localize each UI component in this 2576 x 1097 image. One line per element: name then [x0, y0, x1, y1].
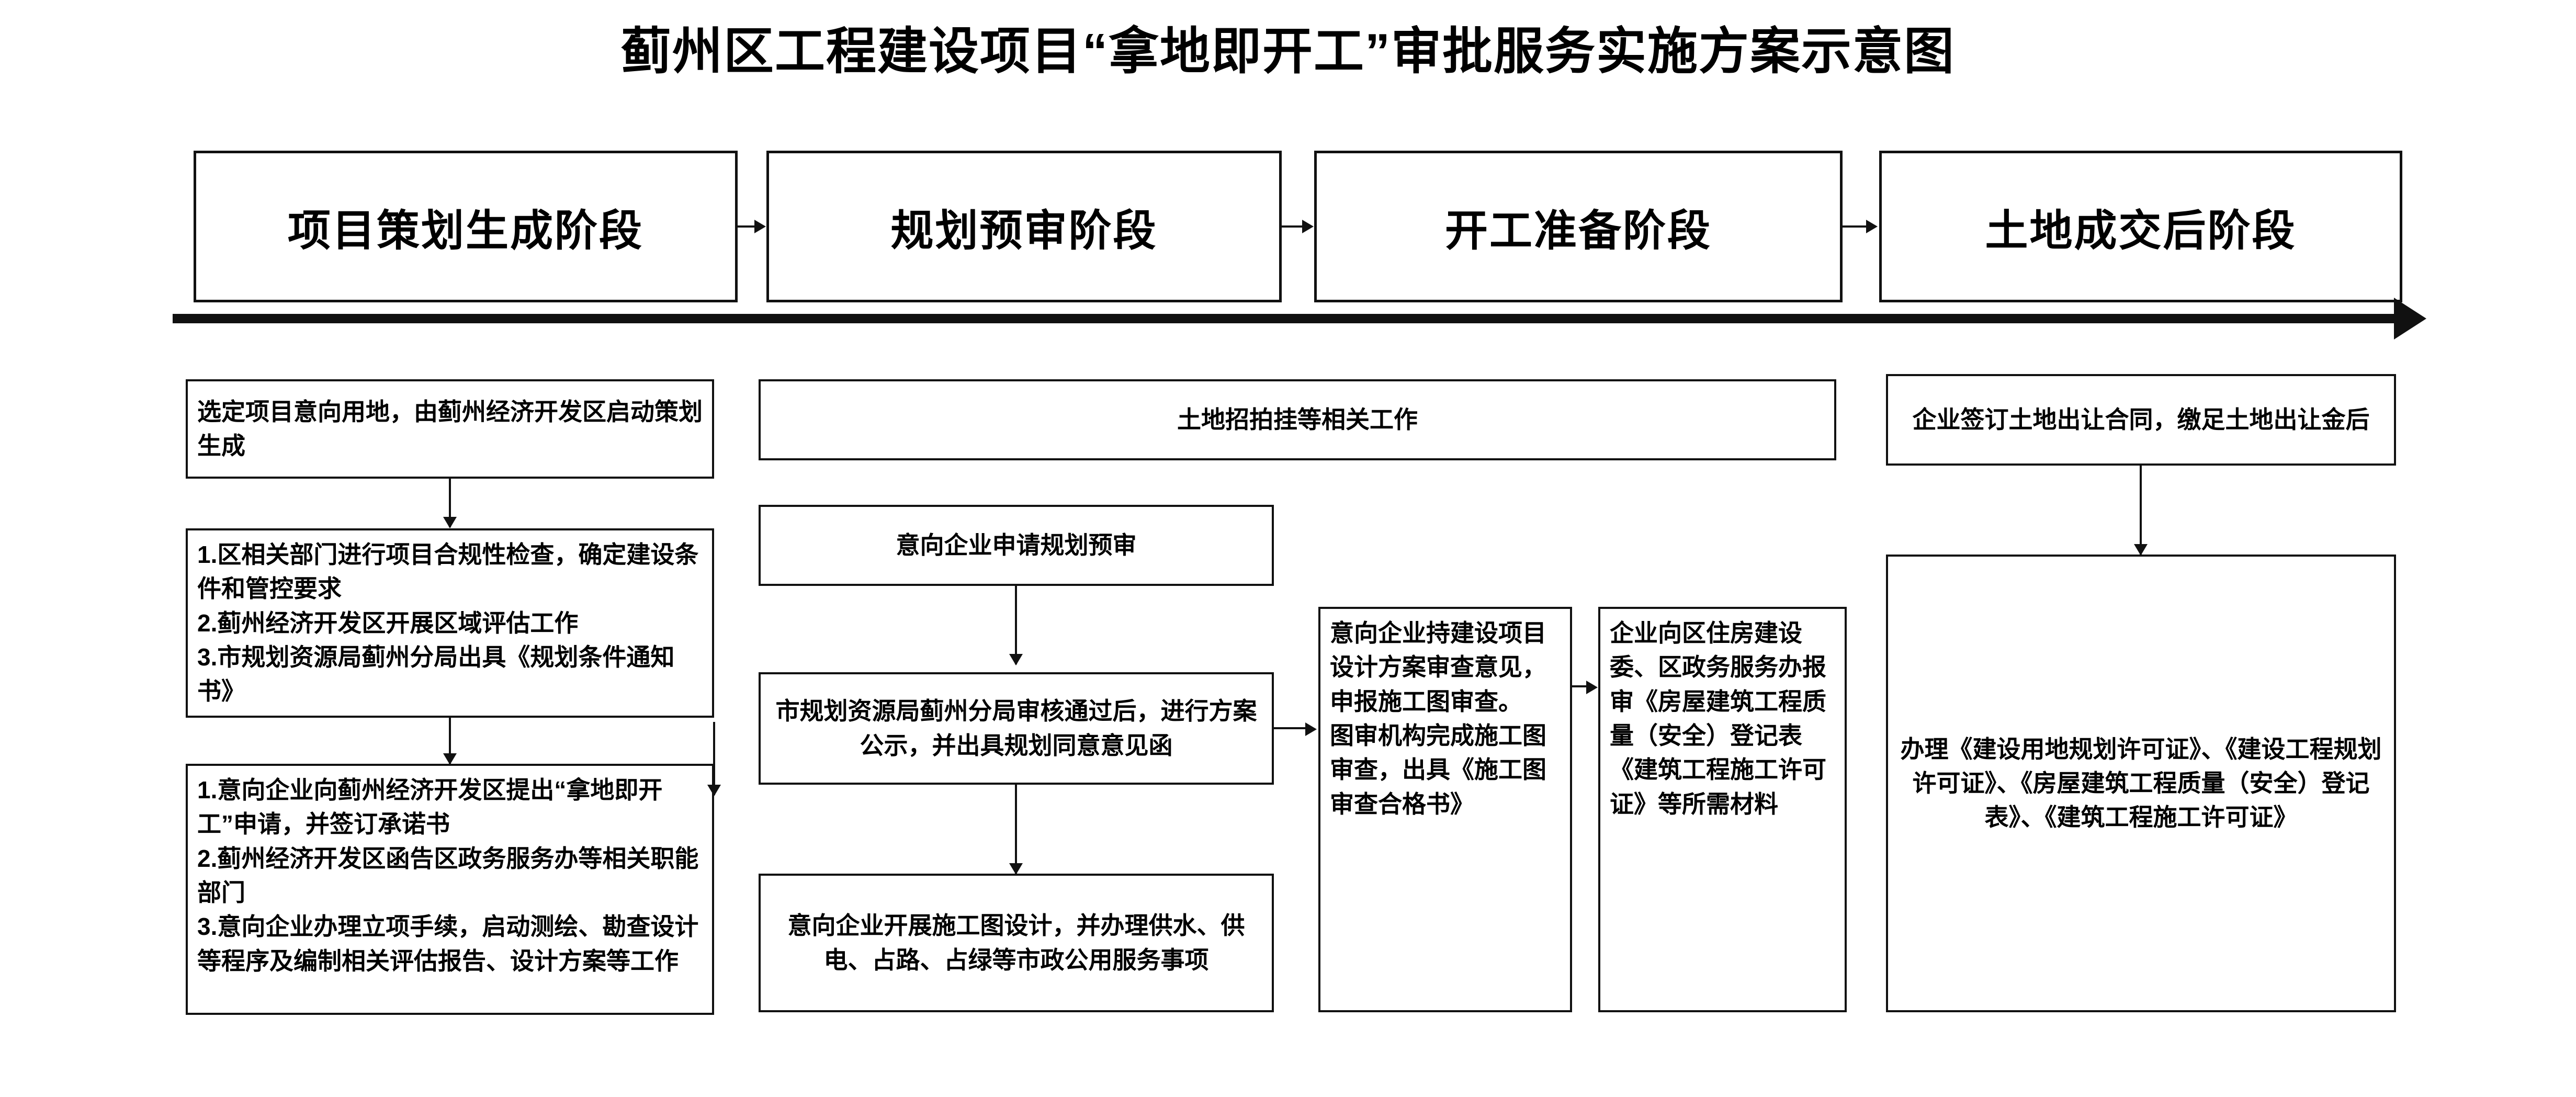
- phase-box-4[interactable]: 土地成交后阶段: [1879, 151, 2402, 302]
- timeline-arrow-icon: [2394, 298, 2426, 340]
- step-text-c5-s2: 办理《建设用地规划许可证》、《建设工程规划许可证》、《房屋建筑工程质量（安全）登…: [1900, 735, 2382, 831]
- arrow-c5-s1-s2-icon: [2134, 544, 2148, 556]
- connector-c2-c3: [1274, 727, 1313, 729]
- arrow-c3-c4-icon: [1586, 681, 1598, 694]
- phase-arrow-2-3-icon: [1302, 220, 1314, 233]
- step-text-c1-s2: 1.区相关部门进行项目合规性检查，确定建设条件和管控要求 2.蓟州经济开发区开展…: [197, 541, 699, 705]
- page-title: 蓟州区工程建设项目“拿地即开工”审批服务实施方案示意图: [621, 24, 1955, 80]
- step-box-c2-s2[interactable]: 市规划资源局蓟州分局审核通过后，进行方案公示，并出具规划同意意见函: [759, 672, 1274, 785]
- step-text-land-auction: 土地招拍挂等相关工作: [1177, 405, 1418, 433]
- connector-c2-s2-s3: [1015, 785, 1017, 874]
- connector-c1-s2-s3: [449, 718, 451, 764]
- phase-arrow-1-2-icon: [754, 220, 766, 233]
- phase-box-2[interactable]: 规划预审阶段: [766, 151, 1282, 302]
- step-text-c2-s1: 意向企业申请规划预审: [896, 531, 1137, 559]
- step-box-c5-s1[interactable]: 企业签订土地出让合同，缴足土地出让金后: [1886, 374, 2396, 466]
- phase-box-3[interactable]: 开工准备阶段: [1314, 151, 1843, 302]
- connector-c1-s1-s2: [449, 479, 451, 527]
- step-box-c5-s2[interactable]: 办理《建设用地规划许可证》、《建设工程规划许可证》、《房屋建筑工程质量（安全）登…: [1886, 555, 2396, 1012]
- step-box-c1-s1[interactable]: 选定项目意向用地，由蓟州经济开发区启动策划生成: [186, 379, 714, 479]
- phase-box-1[interactable]: 项目策划生成阶段: [194, 151, 738, 302]
- step-text-c4-s1: 企业向区住房建设委、区政务服务办报审《房屋建筑工程质量（安全）登记表《建筑工程施…: [1610, 619, 1826, 818]
- timeline-bar: [173, 314, 2396, 323]
- arrow-c1-s1-s2-icon: [443, 517, 457, 528]
- phase-connector-1-2: [738, 225, 756, 228]
- connector-c2-s1-s2: [1015, 586, 1017, 664]
- step-box-c1-s2[interactable]: 1.区相关部门进行项目合规性检查，确定建设条件和管控要求 2.蓟州经济开发区开展…: [186, 528, 714, 718]
- step-box-c1-s3[interactable]: 1.意向企业向蓟州经济开发区提出“拿地即开工”申请，并签订承诺书 2.蓟州经济开…: [186, 764, 714, 1015]
- step-box-land-auction[interactable]: 土地招拍挂等相关工作: [759, 379, 1836, 460]
- step-text-c2-s2: 市规划资源局蓟州分局审核通过后，进行方案公示，并出具规划同意意见函: [775, 697, 1257, 759]
- step-text-c2-s3: 意向企业开展施工图设计，并办理供水、供电、占路、占绿等市政公用服务事项: [787, 912, 1245, 974]
- phase-label-3: 开工准备阶段: [1444, 207, 1712, 255]
- arrow-c1-right-edge-icon: [707, 785, 721, 796]
- arrow-c1-s2-s3-icon: [443, 753, 457, 765]
- connector-c1-right-edge: [713, 722, 715, 795]
- phase-label-1: 项目策划生成阶段: [287, 207, 643, 255]
- connector-c3-c4: [1572, 685, 1593, 687]
- step-text-c1-s1: 选定项目意向用地，由蓟州经济开发区启动策划生成: [197, 398, 703, 459]
- step-text-c3-s1: 意向企业持建设项目设计方案审查意见，申报施工图审查。 图审机构完成施工图审查，出…: [1330, 619, 1546, 818]
- step-box-c2-s1[interactable]: 意向企业申请规划预审: [759, 505, 1274, 586]
- step-box-c2-s3[interactable]: 意向企业开展施工图设计，并办理供水、供电、占路、占绿等市政公用服务事项: [759, 874, 1274, 1012]
- phase-arrow-3-4-icon: [1866, 220, 1878, 233]
- step-box-c4-s1[interactable]: 企业向区住房建设委、区政务服务办报审《房屋建筑工程质量（安全）登记表《建筑工程施…: [1598, 607, 1847, 1012]
- phase-connector-3-4: [1843, 225, 1868, 228]
- phase-label-2: 规划预审阶段: [890, 207, 1158, 255]
- arrow-c2-c3-icon: [1305, 722, 1317, 736]
- step-text-c1-s3: 1.意向企业向蓟州经济开发区提出“拿地即开工”申请，并签订承诺书 2.蓟州经济开…: [197, 776, 699, 975]
- arrow-c2-s1-s2-icon: [1009, 654, 1023, 665]
- phase-connector-2-3: [1282, 225, 1304, 228]
- step-box-c3-s1[interactable]: 意向企业持建设项目设计方案审查意见，申报施工图审查。 图审机构完成施工图审查，出…: [1318, 607, 1572, 1012]
- phase-label-4: 土地成交后阶段: [1985, 207, 2297, 255]
- step-text-c5-s1: 企业签订土地出让合同，缴足土地出让金后: [1912, 405, 2370, 433]
- connector-c5-s1-s2: [2140, 466, 2142, 555]
- arrow-c2-s2-s3-icon: [1009, 863, 1023, 875]
